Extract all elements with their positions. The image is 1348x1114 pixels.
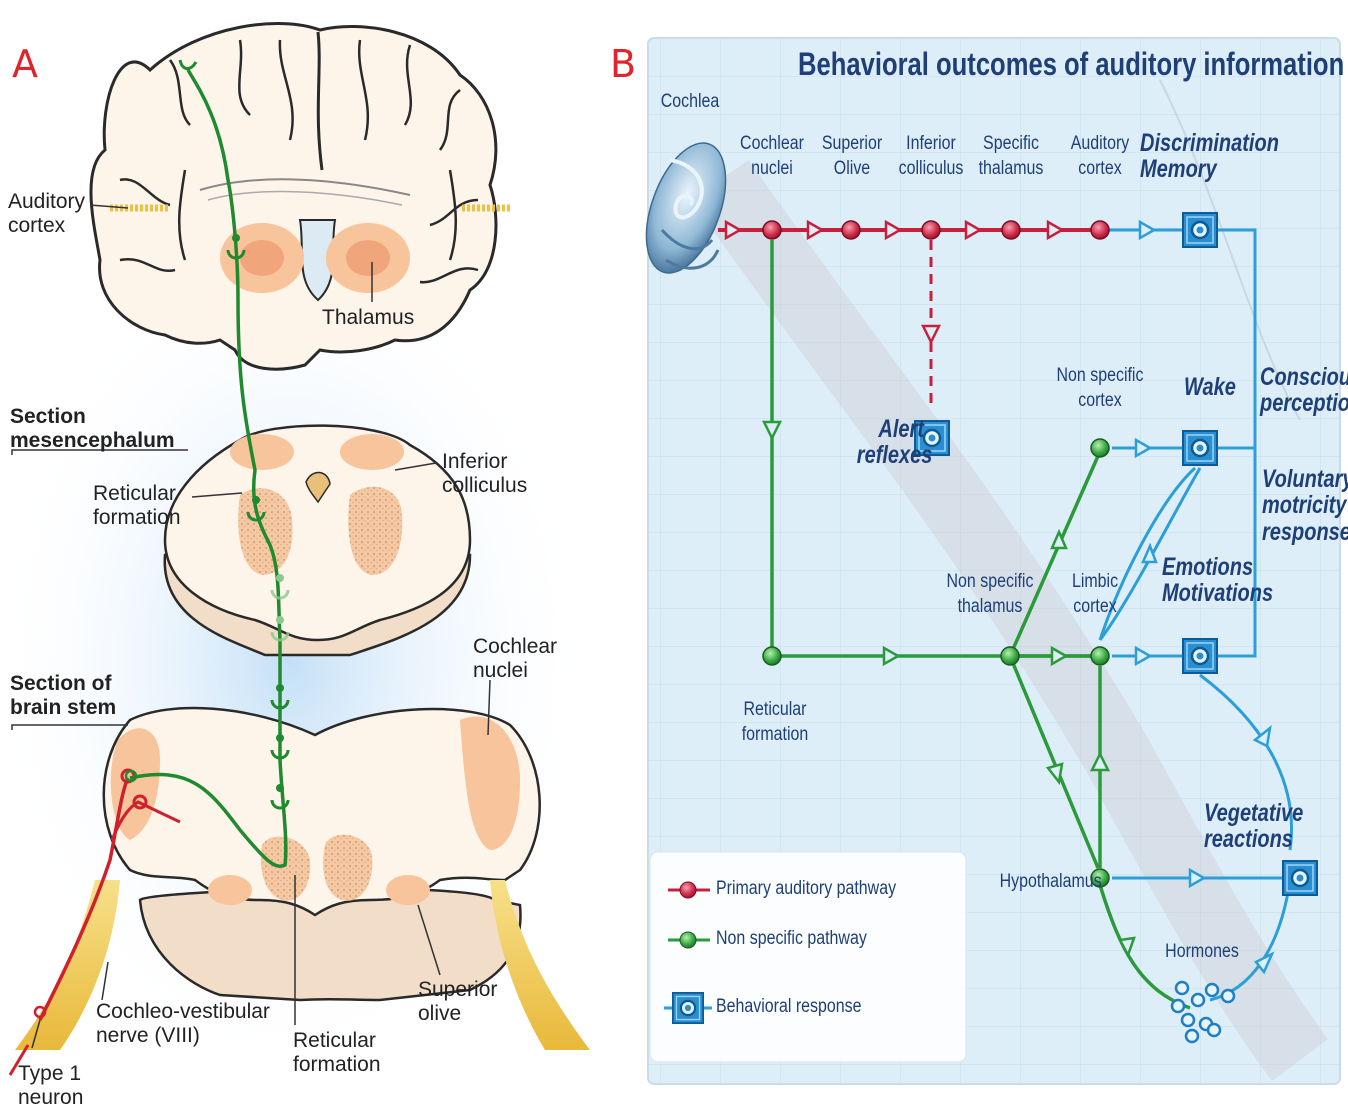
type1-neuron-label: Type 1 neuron bbox=[18, 1062, 83, 1109]
cochlea-label: Cochlea bbox=[655, 90, 726, 115]
panel-a: A Auditory cortex Thalamus Section mesen… bbox=[0, 0, 600, 1109]
vegetative-reactions-label: Vegetative reactions bbox=[1204, 800, 1303, 853]
reticular-formation-label: Reticular formation bbox=[729, 698, 821, 747]
hypothalamus-label: Hypothalamus bbox=[1000, 870, 1101, 895]
legend-nonspecific-label: Non specific pathway bbox=[716, 928, 867, 950]
reticular-formation-bottom-label: Reticular formation bbox=[293, 1029, 381, 1076]
diagram-title: Behavioral outcomes of auditory informat… bbox=[798, 46, 1344, 83]
section-mesencephalum-label: Section mesencephalum bbox=[10, 405, 175, 452]
node-non-specific-thalamus bbox=[1001, 647, 1019, 665]
alert-reflexes-label: Alert reflexes bbox=[857, 416, 924, 469]
auditory-cortex-label: Auditory cortex bbox=[1065, 132, 1136, 181]
response-box-wake bbox=[1183, 431, 1217, 465]
non-specific-thalamus-label: Non specific thalamus bbox=[940, 570, 1041, 619]
legend-nonspecific-icon bbox=[680, 932, 696, 948]
node-limbic-cortex bbox=[1091, 647, 1109, 665]
mesencephalon-section bbox=[165, 426, 470, 655]
cochlear-nuclei-label: Cochlear nuclei bbox=[737, 132, 808, 181]
inferior-colliculus-label: Inferior colliculus bbox=[896, 132, 967, 181]
thalamus-label: Thalamus bbox=[322, 306, 414, 330]
legend-primary-icon bbox=[680, 882, 696, 898]
superior-olive-left bbox=[208, 875, 252, 905]
cochlear-nuclei-label: Cochlear nuclei bbox=[473, 635, 557, 682]
emotions-motivations-label: Emotions Motivations bbox=[1162, 554, 1273, 607]
brain-sections-illustration bbox=[0, 0, 600, 1109]
node-non-specific-cortex bbox=[1091, 439, 1109, 457]
coronal-section bbox=[91, 23, 510, 369]
legend-response-label: Behavioral response bbox=[716, 996, 862, 1018]
reticular-formation-top-label: Reticular formation bbox=[93, 482, 181, 529]
response-box-vegetative bbox=[1283, 861, 1317, 895]
legend-response-icon bbox=[673, 993, 703, 1023]
node-specific-thalamus bbox=[1002, 221, 1020, 239]
hormones-label: Hormones bbox=[1160, 940, 1244, 965]
cochleo-vestibular-nerve-label: Cochleo-vestibular nerve (VIII) bbox=[96, 1000, 270, 1047]
superior-olive-label: Superior Olive bbox=[817, 132, 888, 181]
node-superior-olive bbox=[842, 221, 860, 239]
node-auditory-cortex bbox=[1091, 221, 1109, 239]
panel-b: B Behavioral outcomes of auditory inform… bbox=[600, 0, 1348, 1109]
non-specific-cortex-label: Non specific cortex bbox=[1050, 364, 1151, 413]
brain-outline bbox=[91, 23, 496, 369]
section-brain-stem-label: Section of brain stem bbox=[10, 672, 116, 719]
wake-label: Wake bbox=[1184, 374, 1236, 400]
specific-thalamus-label: Specific thalamus bbox=[976, 132, 1047, 181]
discrimination-memory-label: Discrimination Memory bbox=[1140, 130, 1279, 183]
response-box-emotions bbox=[1183, 639, 1217, 673]
superior-olive-right bbox=[386, 875, 430, 905]
legend-primary-label: Primary auditory pathway bbox=[716, 878, 896, 900]
inferior-colliculus-label: Inferior colliculus bbox=[442, 450, 527, 497]
auditory-cortex-label: Auditory cortex bbox=[8, 190, 85, 237]
panel-b-letter: B bbox=[610, 42, 636, 86]
voluntary-motricity-label: Voluntary motricity response bbox=[1262, 466, 1348, 545]
node-reticular-formation bbox=[763, 647, 781, 665]
panel-a-letter: A bbox=[12, 42, 38, 86]
superior-olive-label: Superior olive bbox=[418, 978, 497, 1025]
node-cochlear-nuclei bbox=[763, 221, 781, 239]
node-inferior-colliculus bbox=[922, 221, 940, 239]
inferior-colliculus-right bbox=[340, 434, 404, 470]
conscious-perception-label: Conscious perception bbox=[1260, 364, 1348, 417]
limbic-cortex-label: Limbic cortex bbox=[1057, 570, 1133, 619]
inferior-colliculus-left bbox=[230, 434, 294, 470]
response-box-discrimination bbox=[1183, 213, 1217, 247]
